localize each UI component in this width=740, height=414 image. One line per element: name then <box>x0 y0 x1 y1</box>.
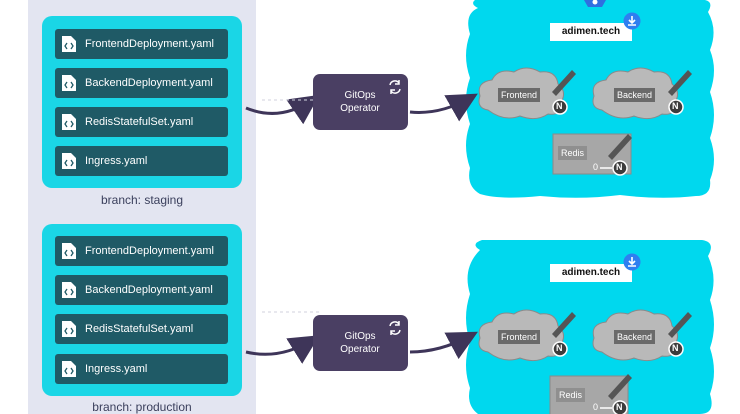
branch-label-staging: branch: staging <box>100 193 184 207</box>
sync-icon <box>389 80 401 94</box>
arrow-repo-to-operator-staging <box>245 94 320 125</box>
file-code-icon <box>62 114 76 130</box>
download-icon[interactable] <box>623 253 641 271</box>
file-name: RedisStatefulSet.yaml <box>85 323 194 335</box>
node-badge-label: N <box>616 162 623 172</box>
file-name: Ingress.yaml <box>85 363 148 375</box>
node-badge-label: N <box>616 402 623 412</box>
file-frontend-deployment[interactable]: FrontendDeployment.yaml <box>55 29 228 59</box>
node-badge-label: N <box>672 343 679 353</box>
branch-production-box: FrontendDeployment.yaml BackendDeploymen… <box>42 224 242 396</box>
file-code-icon <box>62 321 76 337</box>
file-name: Ingress.yaml <box>85 155 148 167</box>
brush-icon <box>552 70 692 400</box>
cluster-domain-label: adimen.tech <box>550 264 632 282</box>
service-frontend-label: Frontend <box>498 88 541 102</box>
arrow-repo-to-operator-production <box>245 335 320 364</box>
service-redis-label: Redis <box>558 146 588 160</box>
operator-label: GitOps Operator <box>340 90 380 114</box>
file-redis-statefulset[interactable]: RedisStatefulSet.yaml <box>55 107 228 137</box>
cluster-domain-label: adimen.tech <box>550 23 632 41</box>
node-badge-label: N <box>556 101 563 111</box>
file-code-icon <box>62 361 76 377</box>
replica-count: 0 <box>593 402 599 412</box>
operator-label: GitOps Operator <box>340 331 380 355</box>
service-backend-label: Backend <box>614 330 656 344</box>
file-name: RedisStatefulSet.yaml <box>85 116 194 128</box>
service-redis-label: Redis <box>556 388 586 402</box>
gitops-operator-production[interactable]: GitOps Operator <box>313 315 408 371</box>
download-icon[interactable] <box>623 12 641 30</box>
file-code-icon <box>62 36 76 52</box>
node-badge-label: N <box>672 101 679 111</box>
sync-icon <box>389 321 401 335</box>
file-name: FrontendDeployment.yaml <box>85 245 215 257</box>
file-name: BackendDeployment.yaml <box>85 77 213 89</box>
cluster-production <box>466 240 714 414</box>
file-backend-deployment[interactable]: BackendDeployment.yaml <box>55 275 228 305</box>
file-name: FrontendDeployment.yaml <box>85 38 215 50</box>
kubernetes-icon <box>584 0 606 7</box>
file-code-icon <box>62 282 76 298</box>
file-ingress[interactable]: Ingress.yaml <box>55 146 228 176</box>
service-backend-label: Backend <box>614 88 656 102</box>
file-code-icon <box>62 75 76 91</box>
file-code-icon <box>62 243 76 259</box>
file-ingress[interactable]: Ingress.yaml <box>55 354 228 384</box>
file-code-icon <box>62 153 76 169</box>
replica-count: 0 <box>593 162 599 172</box>
arrow-operator-to-cluster-staging <box>409 93 478 122</box>
branch-staging-box: FrontendDeployment.yaml BackendDeploymen… <box>42 16 242 188</box>
service-frontend-label: Frontend <box>498 330 541 344</box>
file-backend-deployment[interactable]: BackendDeployment.yaml <box>55 68 228 98</box>
file-frontend-deployment[interactable]: FrontendDeployment.yaml <box>55 236 228 266</box>
branch-label-production: branch: production <box>92 400 192 414</box>
replica-connector <box>600 167 612 409</box>
node-badge-label: N <box>556 343 563 353</box>
gitops-operator-staging[interactable]: GitOps Operator <box>313 74 408 130</box>
file-name: BackendDeployment.yaml <box>85 284 213 296</box>
cluster-staging <box>466 0 714 198</box>
arrow-operator-to-cluster-production <box>409 331 478 360</box>
node-badge-icon <box>552 99 684 414</box>
file-redis-statefulset[interactable]: RedisStatefulSet.yaml <box>55 314 228 344</box>
